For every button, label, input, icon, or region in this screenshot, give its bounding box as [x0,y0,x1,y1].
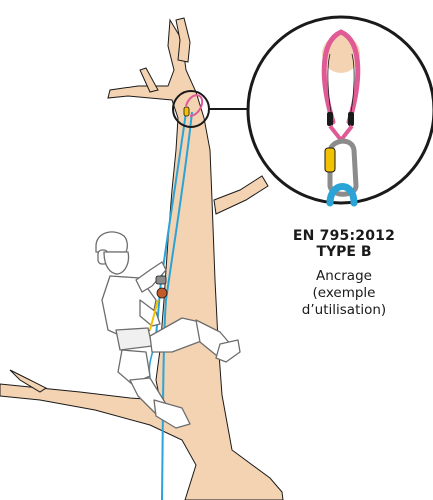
standard-label: EN 795:2012 [256,228,432,244]
zoom-sling-end-right [348,112,354,126]
description-line-3: d’utilisation) [256,302,432,319]
description-line-2: (exemple [256,285,432,302]
description-label: Ancrage (exemple d’utilisation) [256,268,432,319]
climber-helmet [96,232,127,252]
tree-trunk [0,20,283,500]
climber-harness [116,328,152,350]
zoom-carabiner-gate [325,148,335,172]
tree [0,18,283,500]
carabiner-small [184,107,189,116]
description-line-1: Ancrage [256,268,432,285]
climber-head [104,252,129,274]
tree-branch-right [214,176,268,214]
zoom-sling-end-left [327,112,333,126]
type-label: TYPE B [256,244,432,260]
zoom-detail [248,17,433,203]
